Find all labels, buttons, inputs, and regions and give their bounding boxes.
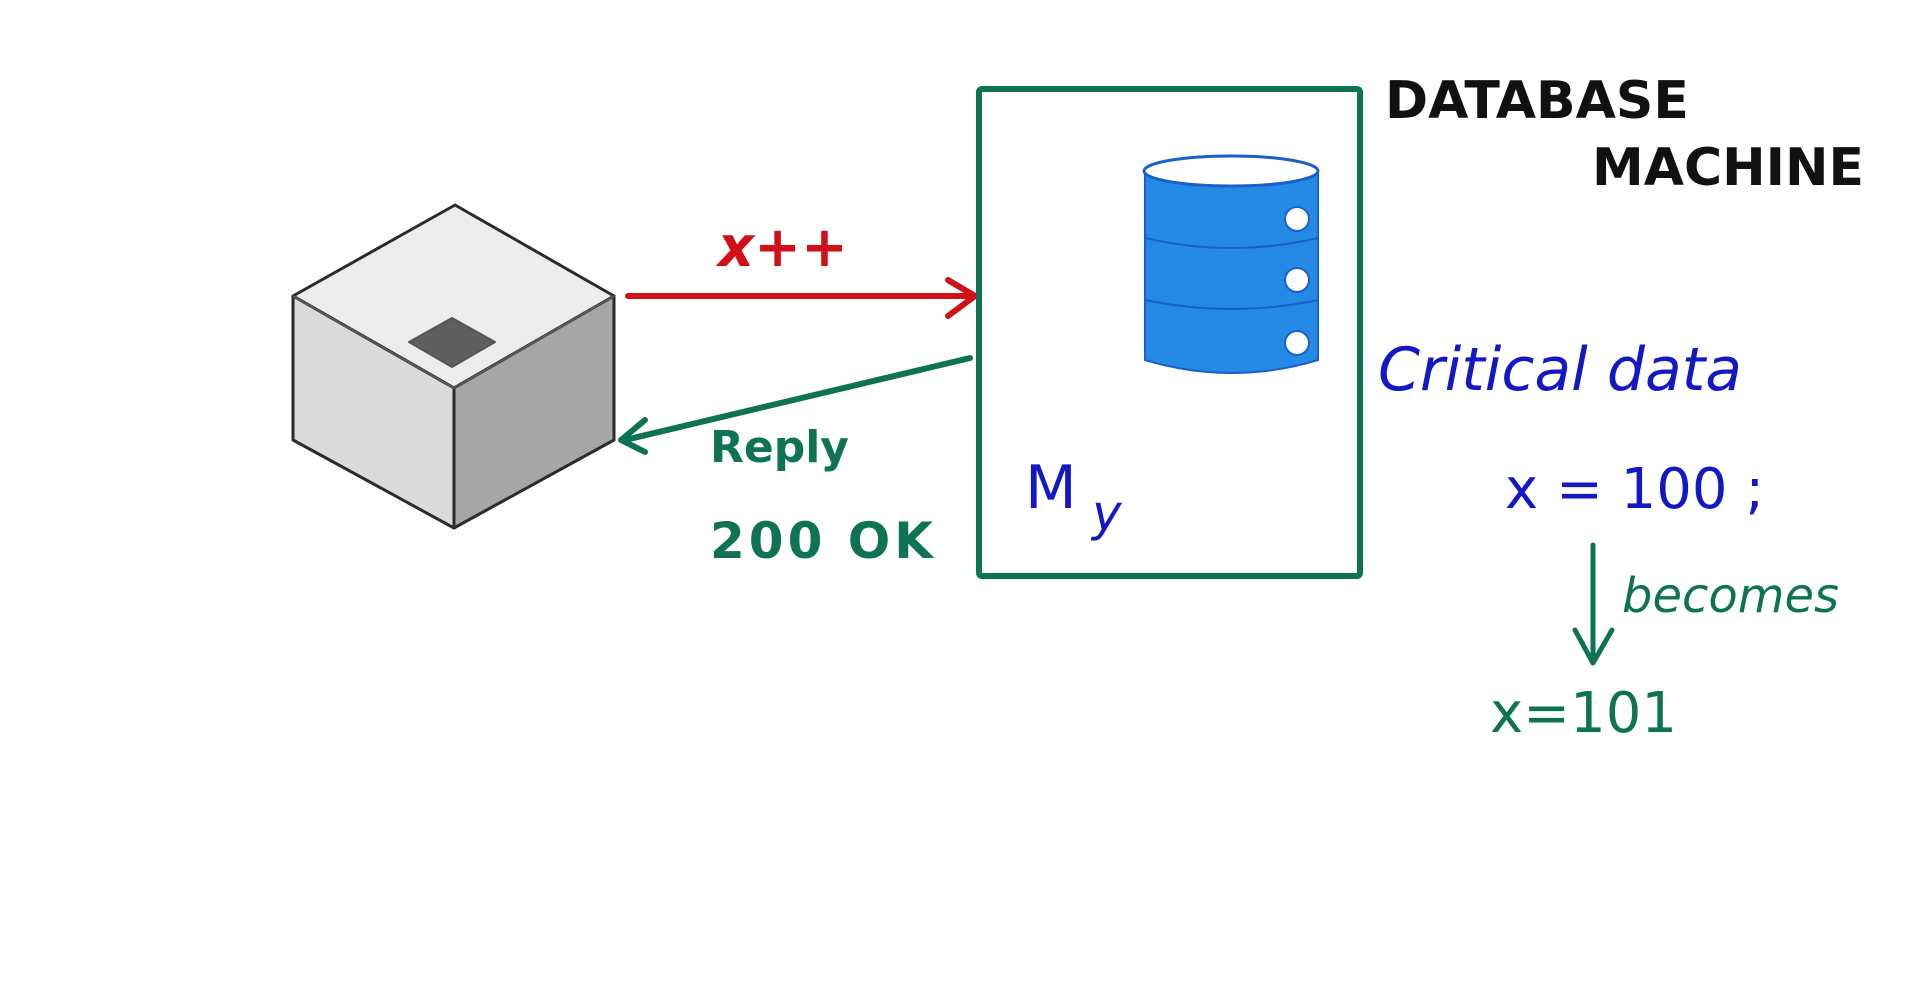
- value-before-label: x = 100 ;: [1505, 457, 1764, 522]
- critical-data-label: Critical data: [1378, 335, 1742, 405]
- reply-label: Reply: [710, 422, 849, 473]
- value-after-label: x=101: [1490, 681, 1677, 746]
- machine-name-label: M: [1025, 453, 1077, 523]
- reply-arrow: [618, 355, 973, 455]
- becomes-arrow: [1572, 542, 1615, 666]
- database-machine-title: DATABASE: [1385, 71, 1689, 131]
- machine-name-subscript: y: [1090, 484, 1123, 542]
- reply-status-label: 200 OK: [710, 512, 937, 570]
- client-cube-icon: [291, 203, 616, 530]
- request-label: x++: [715, 215, 848, 280]
- request-arrow: [625, 277, 978, 319]
- database-machine-title-line2: MACHINE: [1592, 138, 1864, 198]
- database-cylinder-icon: [1142, 154, 1320, 374]
- becomes-label: becomes: [1622, 568, 1839, 624]
- database-machine-box: [976, 86, 1363, 579]
